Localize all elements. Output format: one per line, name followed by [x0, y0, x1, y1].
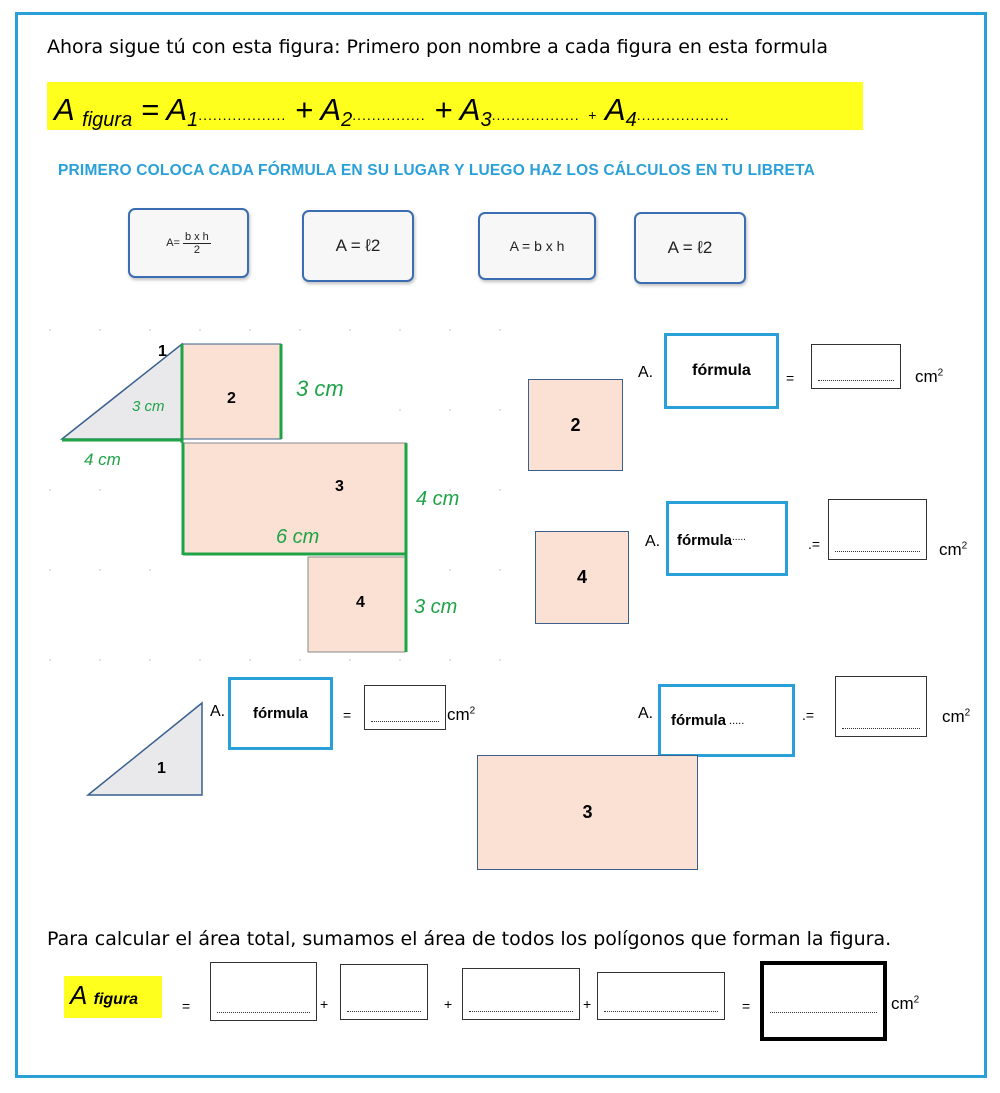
dot-grid [49, 329, 501, 661]
answer-box-1[interactable] [364, 685, 446, 730]
square-2 [181, 343, 282, 440]
formula-dropzone-2[interactable]: fórmula [664, 333, 779, 409]
area-label-3: A. [638, 705, 654, 722]
blank-2[interactable]: ............... [352, 107, 426, 123]
formula-card-square-1[interactable]: A = ℓ2 [302, 210, 414, 282]
blank-4[interactable]: ................... [636, 107, 730, 123]
measure-triangle-height: 3 cm [132, 398, 165, 415]
unit-1: cm2 [447, 705, 476, 724]
total-sentence: Para calcular el área total, sumamos el … [47, 928, 892, 950]
shape-1-label: 1 [157, 760, 166, 777]
worksheet-frame [15, 12, 987, 1078]
formula-dropzone-3[interactable]: fórmula..... [658, 684, 795, 757]
area-label-1: A. [210, 703, 226, 720]
total-box-4[interactable] [597, 972, 725, 1020]
instruction-heading: PRIMERO COLOCA CADA FÓRMULA EN SU LUGAR … [58, 162, 816, 179]
formula-highlight [47, 82, 863, 130]
total-symbol: A figura [70, 980, 139, 1010]
unit-3: cm2 [942, 707, 971, 726]
blank-1[interactable]: .................. [198, 107, 287, 123]
total-box-3[interactable] [462, 968, 580, 1020]
total-unit: cm2 [891, 994, 920, 1013]
total-result-box[interactable] [760, 961, 887, 1041]
formula-card-triangle[interactable]: A= b x h 2 [128, 208, 249, 278]
formula-line: A figura = A1.................. + A2....… [54, 92, 730, 131]
figure-label-2: 2 [227, 390, 236, 407]
total-highlight [64, 976, 162, 1018]
figure-label-4: 4 [356, 594, 365, 611]
measure-square4-side: 3 cm [414, 596, 458, 618]
composite-figure [49, 329, 501, 661]
shape-4: 4 [535, 531, 629, 624]
shape-1 [86, 701, 203, 796]
measure-rect-height: 4 cm [416, 488, 460, 510]
green-marks [62, 344, 408, 652]
figure-label-1: 1 [158, 343, 167, 360]
area-label-4: A. [645, 533, 661, 550]
formula-card-rectangle[interactable]: A = b x h [478, 212, 596, 280]
square-4 [307, 556, 406, 653]
formula-dropzone-1[interactable]: fórmula [228, 677, 333, 750]
answer-box-3[interactable] [835, 676, 927, 737]
area-label-2: A. [638, 364, 654, 381]
measure-rect-width: 6 cm [276, 526, 320, 548]
shape-2: 2 [528, 379, 623, 471]
answer-box-4[interactable] [828, 499, 927, 560]
measure-triangle-base: 4 cm [84, 450, 121, 469]
rectangle-3 [182, 442, 407, 555]
measure-square-side: 3 cm [296, 376, 344, 401]
total-box-1[interactable] [210, 962, 317, 1021]
total-box-2[interactable] [340, 964, 428, 1020]
intro-text: Ahora sigue tú con esta figura: Primero … [47, 36, 828, 58]
unit-4: cm2 [939, 540, 968, 559]
figure-label-3: 3 [335, 478, 344, 495]
formula-card-square-2[interactable]: A = ℓ2 [634, 212, 746, 284]
blank-3[interactable]: .................. [491, 107, 580, 123]
answer-box-2[interactable] [811, 344, 901, 389]
shape-3: 3 [477, 755, 698, 870]
unit-2: cm2 [915, 367, 944, 386]
formula-dropzone-4[interactable]: fórmula..... [666, 501, 788, 576]
